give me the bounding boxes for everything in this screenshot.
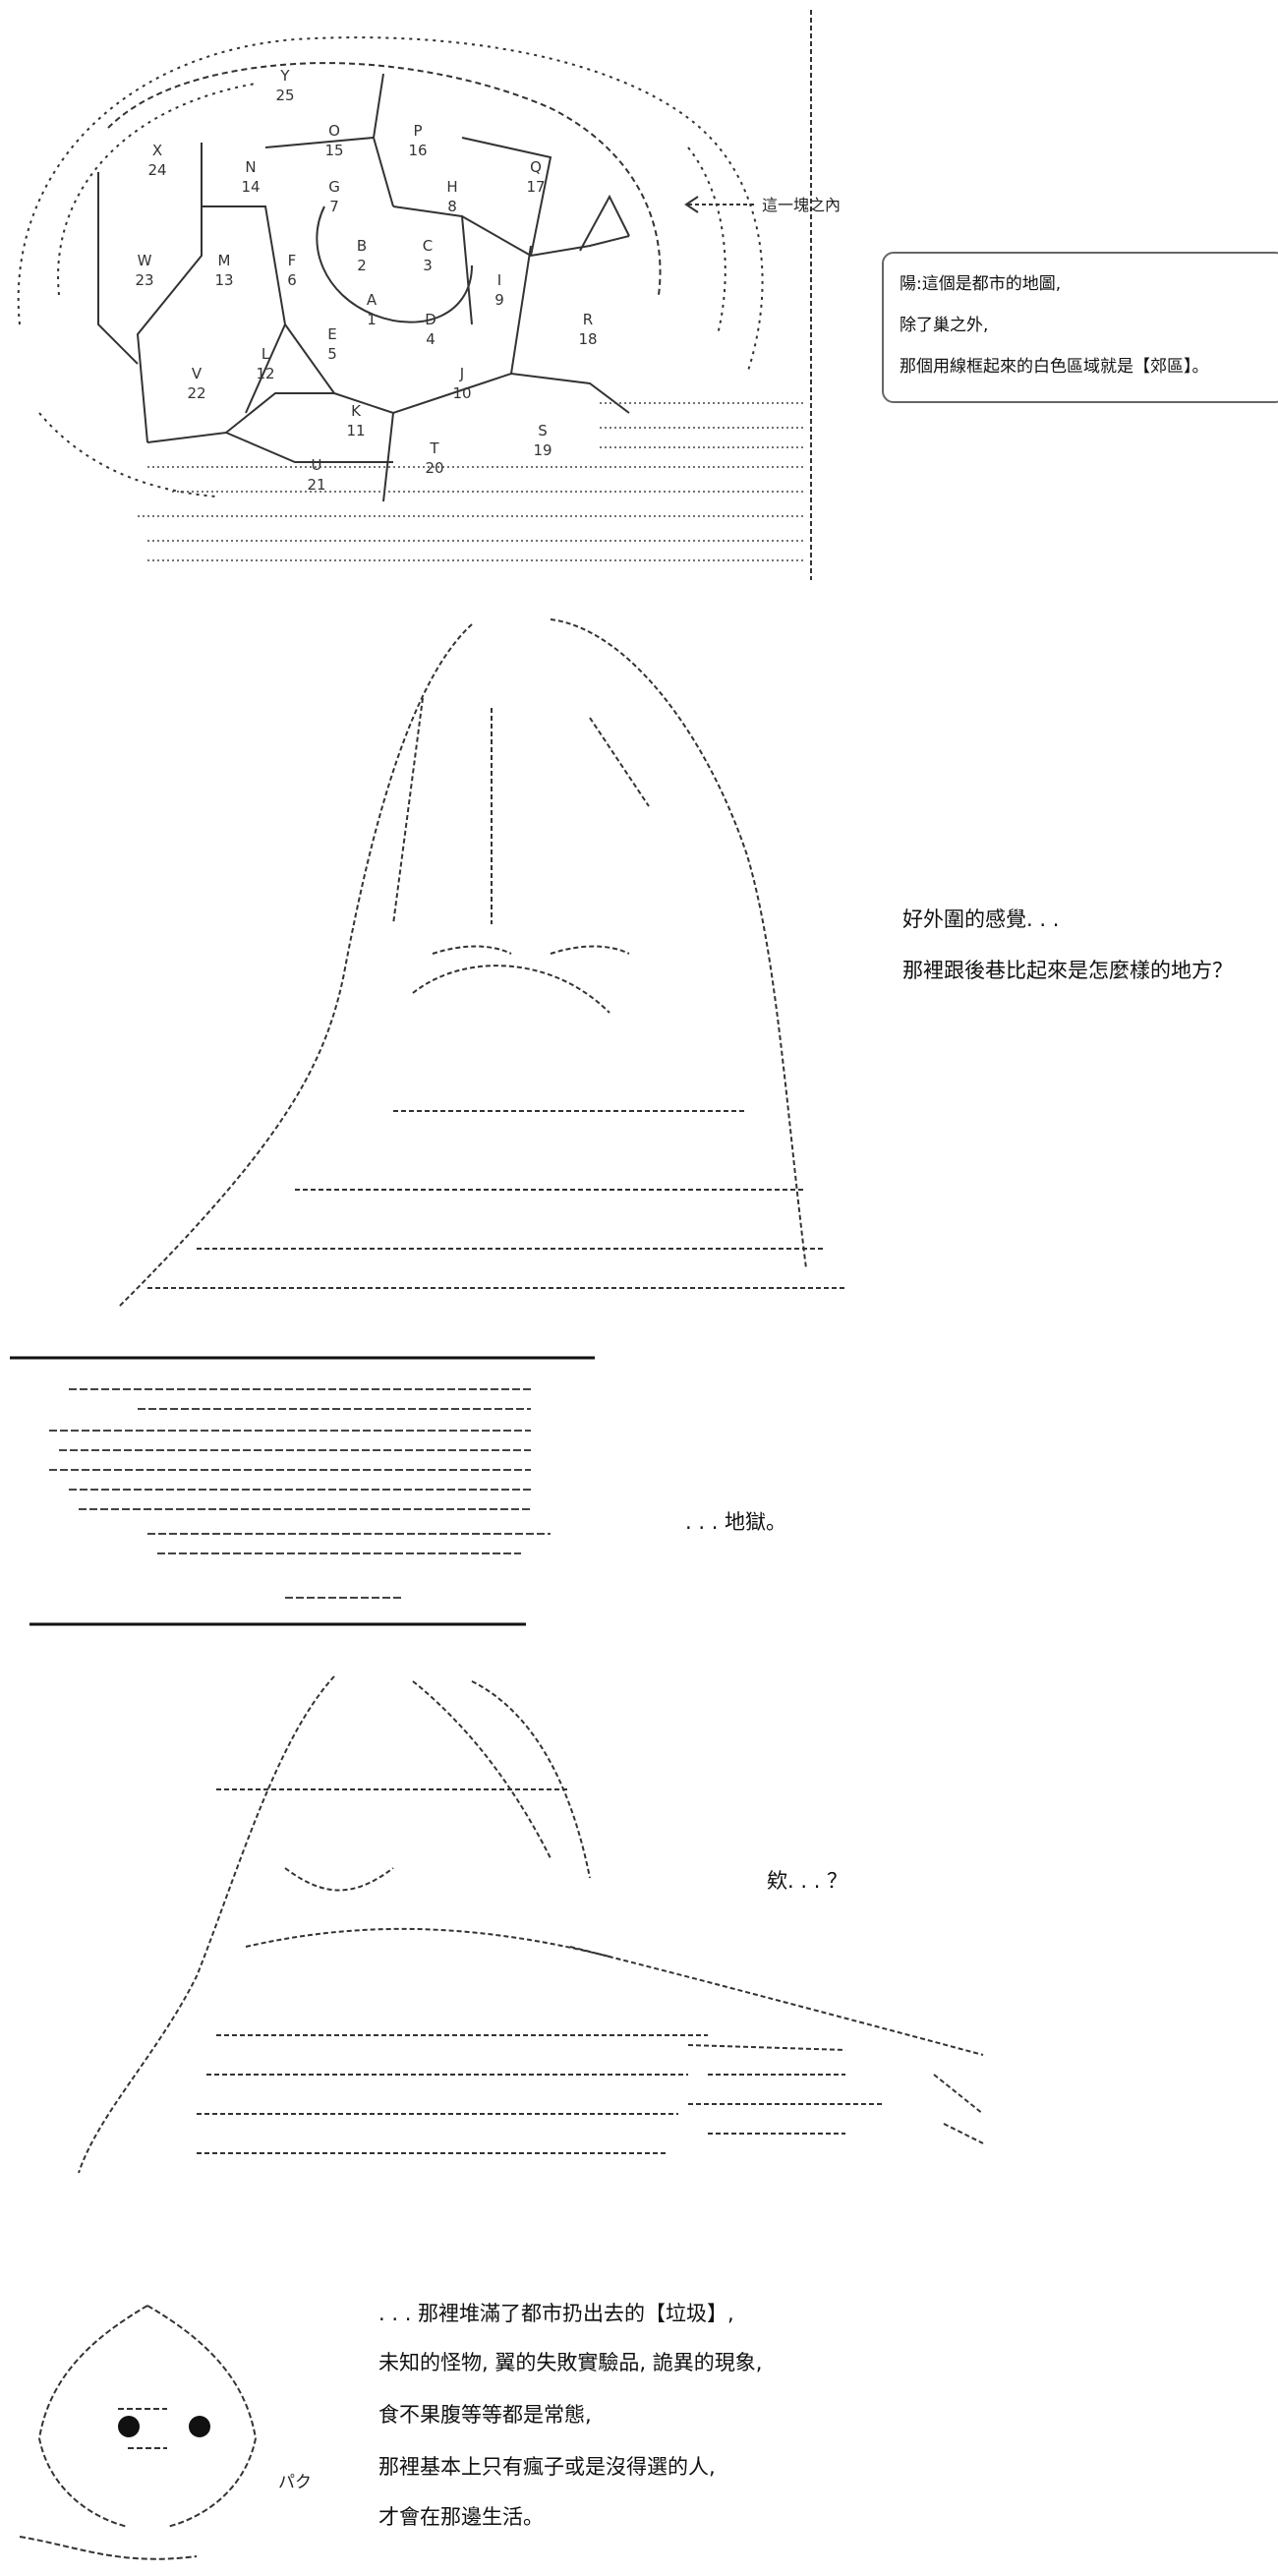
region-label-l-number: 12 bbox=[256, 365, 274, 382]
narration-line: . . . 那裡堆滿了都市扔出去的【垃圾】, bbox=[378, 2302, 734, 2325]
region-label-s-number: 19 bbox=[533, 441, 552, 459]
surprise-panel: 欸. . . ？ bbox=[0, 1662, 1278, 2212]
region-label-m-number: 13 bbox=[214, 271, 233, 289]
creature-art: パク bbox=[19, 2305, 312, 2560]
region-label-i-number: 9 bbox=[494, 291, 504, 309]
region-label-k-letter: K bbox=[351, 402, 362, 420]
region-label-p-letter: P bbox=[413, 122, 422, 140]
narration-line: 好外圍的感覺. . . bbox=[902, 907, 1060, 931]
dialog-line: 陽:這個是都市的地圖, bbox=[900, 274, 1062, 294]
region-label-a-number: 1 bbox=[367, 311, 377, 328]
narration-line: 才會在那邊生活。 bbox=[378, 2505, 544, 2529]
region-label-o-letter: O bbox=[328, 122, 340, 140]
arrow-note: 這一塊之內 bbox=[762, 196, 841, 214]
narration-line: 欸. . . ？ bbox=[767, 1869, 848, 1893]
region-label-y-number: 25 bbox=[275, 87, 294, 104]
region-label-t-letter: T bbox=[429, 439, 439, 457]
region-label-b-number: 2 bbox=[357, 257, 367, 274]
region-label-q-number: 17 bbox=[526, 178, 545, 196]
region-label-m-letter: M bbox=[218, 252, 231, 269]
region-label-x-number: 24 bbox=[147, 161, 166, 179]
left-eye-icon bbox=[118, 2416, 140, 2437]
region-label-e-letter: E bbox=[327, 325, 336, 343]
region-label-c-letter: C bbox=[423, 237, 433, 255]
region-label-c-number: 3 bbox=[423, 257, 433, 274]
region-label-r-letter: R bbox=[583, 311, 593, 328]
girl-panel: 好外圍的感覺. . . 那裡跟後巷比起來是怎麼樣的地方？ bbox=[0, 600, 1278, 1309]
region-label-j-number: 10 bbox=[452, 384, 471, 402]
hell-panel: . . . 地獄。 bbox=[0, 1352, 1278, 1637]
region-label-f-number: 6 bbox=[287, 271, 297, 289]
map-panel: Y 25 X 24 O 15 P 16 N 14 G 7 H 8 Q 17 W … bbox=[0, 0, 1278, 590]
region-label-p-number: 16 bbox=[408, 142, 427, 159]
city-map-art: Y 25 X 24 O 15 P 16 N 14 G 7 H 8 Q 17 W … bbox=[17, 10, 841, 580]
region-label-l-letter: L bbox=[261, 345, 270, 363]
region-label-r-number: 18 bbox=[578, 330, 597, 348]
region-label-b-letter: B bbox=[357, 237, 367, 255]
region-label-i-letter: I bbox=[497, 271, 501, 289]
region-label-x-letter: X bbox=[152, 142, 162, 159]
speech-bubble: 陽:這個是都市的地圖, 除了巢之外, 那個用線框起來的白色區域就是【郊區】。 bbox=[882, 252, 1278, 403]
narration-line: 未知的怪物, 翼的失敗實驗品, 詭異的現象, bbox=[378, 2351, 763, 2374]
narration-line: 那裡基本上只有瘋子或是沒得選的人, bbox=[378, 2455, 716, 2479]
dialog-line: 除了巢之外, bbox=[900, 316, 989, 335]
right-eye-icon bbox=[189, 2416, 210, 2437]
region-label-g-letter: G bbox=[328, 178, 340, 196]
region-label-u-letter: U bbox=[312, 456, 322, 474]
region-label-g-number: 7 bbox=[329, 198, 339, 215]
region-label-n-letter: N bbox=[245, 158, 256, 176]
region-label-d-letter: D bbox=[425, 311, 436, 328]
region-label-f-letter: F bbox=[288, 252, 297, 269]
region-label-e-number: 5 bbox=[327, 345, 337, 363]
girl-art bbox=[117, 618, 845, 1309]
region-label-w-letter: W bbox=[138, 252, 152, 269]
region-label-w-number: 23 bbox=[135, 271, 153, 289]
arrow-icon bbox=[684, 196, 757, 213]
closeup-art bbox=[10, 1356, 595, 1626]
region-label-s-letter: S bbox=[538, 422, 548, 439]
region-label-y-letter: Y bbox=[279, 67, 290, 85]
narration-line: 食不果腹等等都是常態, bbox=[378, 2403, 592, 2427]
region-label-q-letter: Q bbox=[530, 158, 542, 176]
region-label-n-number: 14 bbox=[241, 178, 260, 196]
region-label-o-number: 15 bbox=[324, 142, 343, 159]
narration-line: 那裡跟後巷比起來是怎麼樣的地方？ bbox=[902, 959, 1233, 982]
region-label-j-letter: J bbox=[459, 365, 464, 382]
region-label-v-number: 22 bbox=[187, 384, 205, 402]
region-label-h-letter: H bbox=[446, 178, 457, 196]
explanation-panel: パク . . . 那裡堆滿了都市扔出去的【垃圾】, 未知的怪物, 翼的失敗實驗品… bbox=[0, 2291, 1278, 2576]
region-label-k-number: 11 bbox=[346, 422, 365, 439]
region-label-h-number: 8 bbox=[447, 198, 457, 215]
region-label-d-number: 4 bbox=[426, 330, 436, 348]
region-label-u-number: 21 bbox=[307, 476, 325, 494]
surprised-girl-art bbox=[78, 1675, 984, 2174]
narration-line: . . . 地獄。 bbox=[685, 1510, 787, 1534]
region-label-a-letter: A bbox=[367, 291, 378, 309]
region-label-v-letter: V bbox=[192, 365, 203, 382]
dialog-line: 那個用線框起來的白色區域就是【郊區】。 bbox=[900, 357, 1209, 377]
region-label-t-number: 20 bbox=[425, 459, 443, 477]
sfx-text: パク bbox=[278, 2473, 312, 2492]
